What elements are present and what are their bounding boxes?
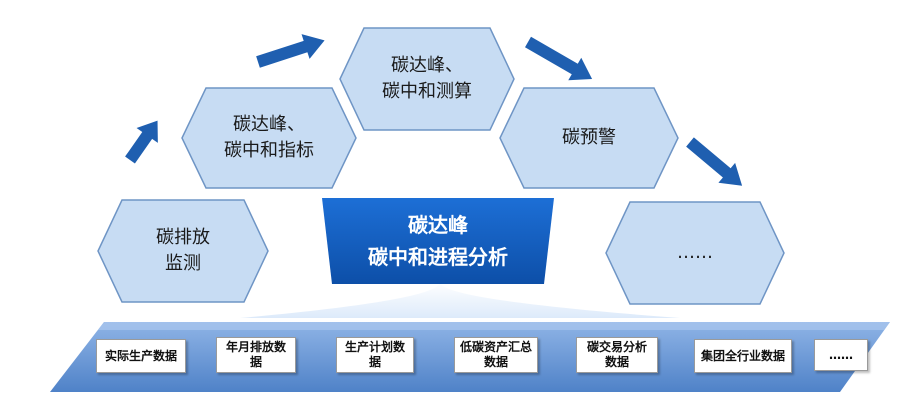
- hex-label: 碳排放 监测: [156, 227, 210, 274]
- upward-beam: [240, 282, 680, 318]
- hex-label: 碳达峰、 碳中和测算: [382, 55, 472, 102]
- data-source-group-industry: 集团全行业数据: [694, 339, 792, 373]
- hexagon-shape: [499, 87, 679, 189]
- hexagon-shape: [339, 27, 515, 131]
- hex-carbon-warning: 碳预警: [498, 86, 680, 190]
- center-title-shape: [322, 198, 554, 284]
- data-source-monthly-emission: 年月排放数 据: [216, 337, 296, 373]
- hexagon-shape: [181, 87, 357, 189]
- hex-emission-monitoring: 碳排放 监测: [96, 198, 270, 304]
- hex-label: 碳预警: [562, 127, 616, 148]
- hex-more: ……: [604, 200, 786, 306]
- hex-label: ……: [677, 242, 713, 263]
- hexagon-shape: [605, 201, 785, 305]
- data-source-actual-production: 实际生产数据: [96, 339, 186, 373]
- center-title-line1: 碳达峰: [408, 213, 468, 237]
- center-title: 碳达峰 碳中和进程分析: [322, 198, 554, 284]
- data-source-low-carbon-assets: 低碳资产汇总 数据: [454, 337, 538, 373]
- hex-peak-calculation: 碳达峰、 碳中和测算: [338, 26, 516, 132]
- data-source-carbon-trading: 碳交易分析 数据: [576, 337, 658, 373]
- center-title-line2: 碳中和进程分析: [368, 245, 508, 269]
- hex-peak-indicators: 碳达峰、 碳中和指标: [180, 86, 358, 190]
- data-source-more: ……: [814, 339, 868, 371]
- hexagon-shape: [97, 199, 269, 303]
- hex-label: 碳达峰、 碳中和指标: [224, 114, 314, 161]
- data-source-production-plan: 生产计划数 据: [336, 337, 414, 373]
